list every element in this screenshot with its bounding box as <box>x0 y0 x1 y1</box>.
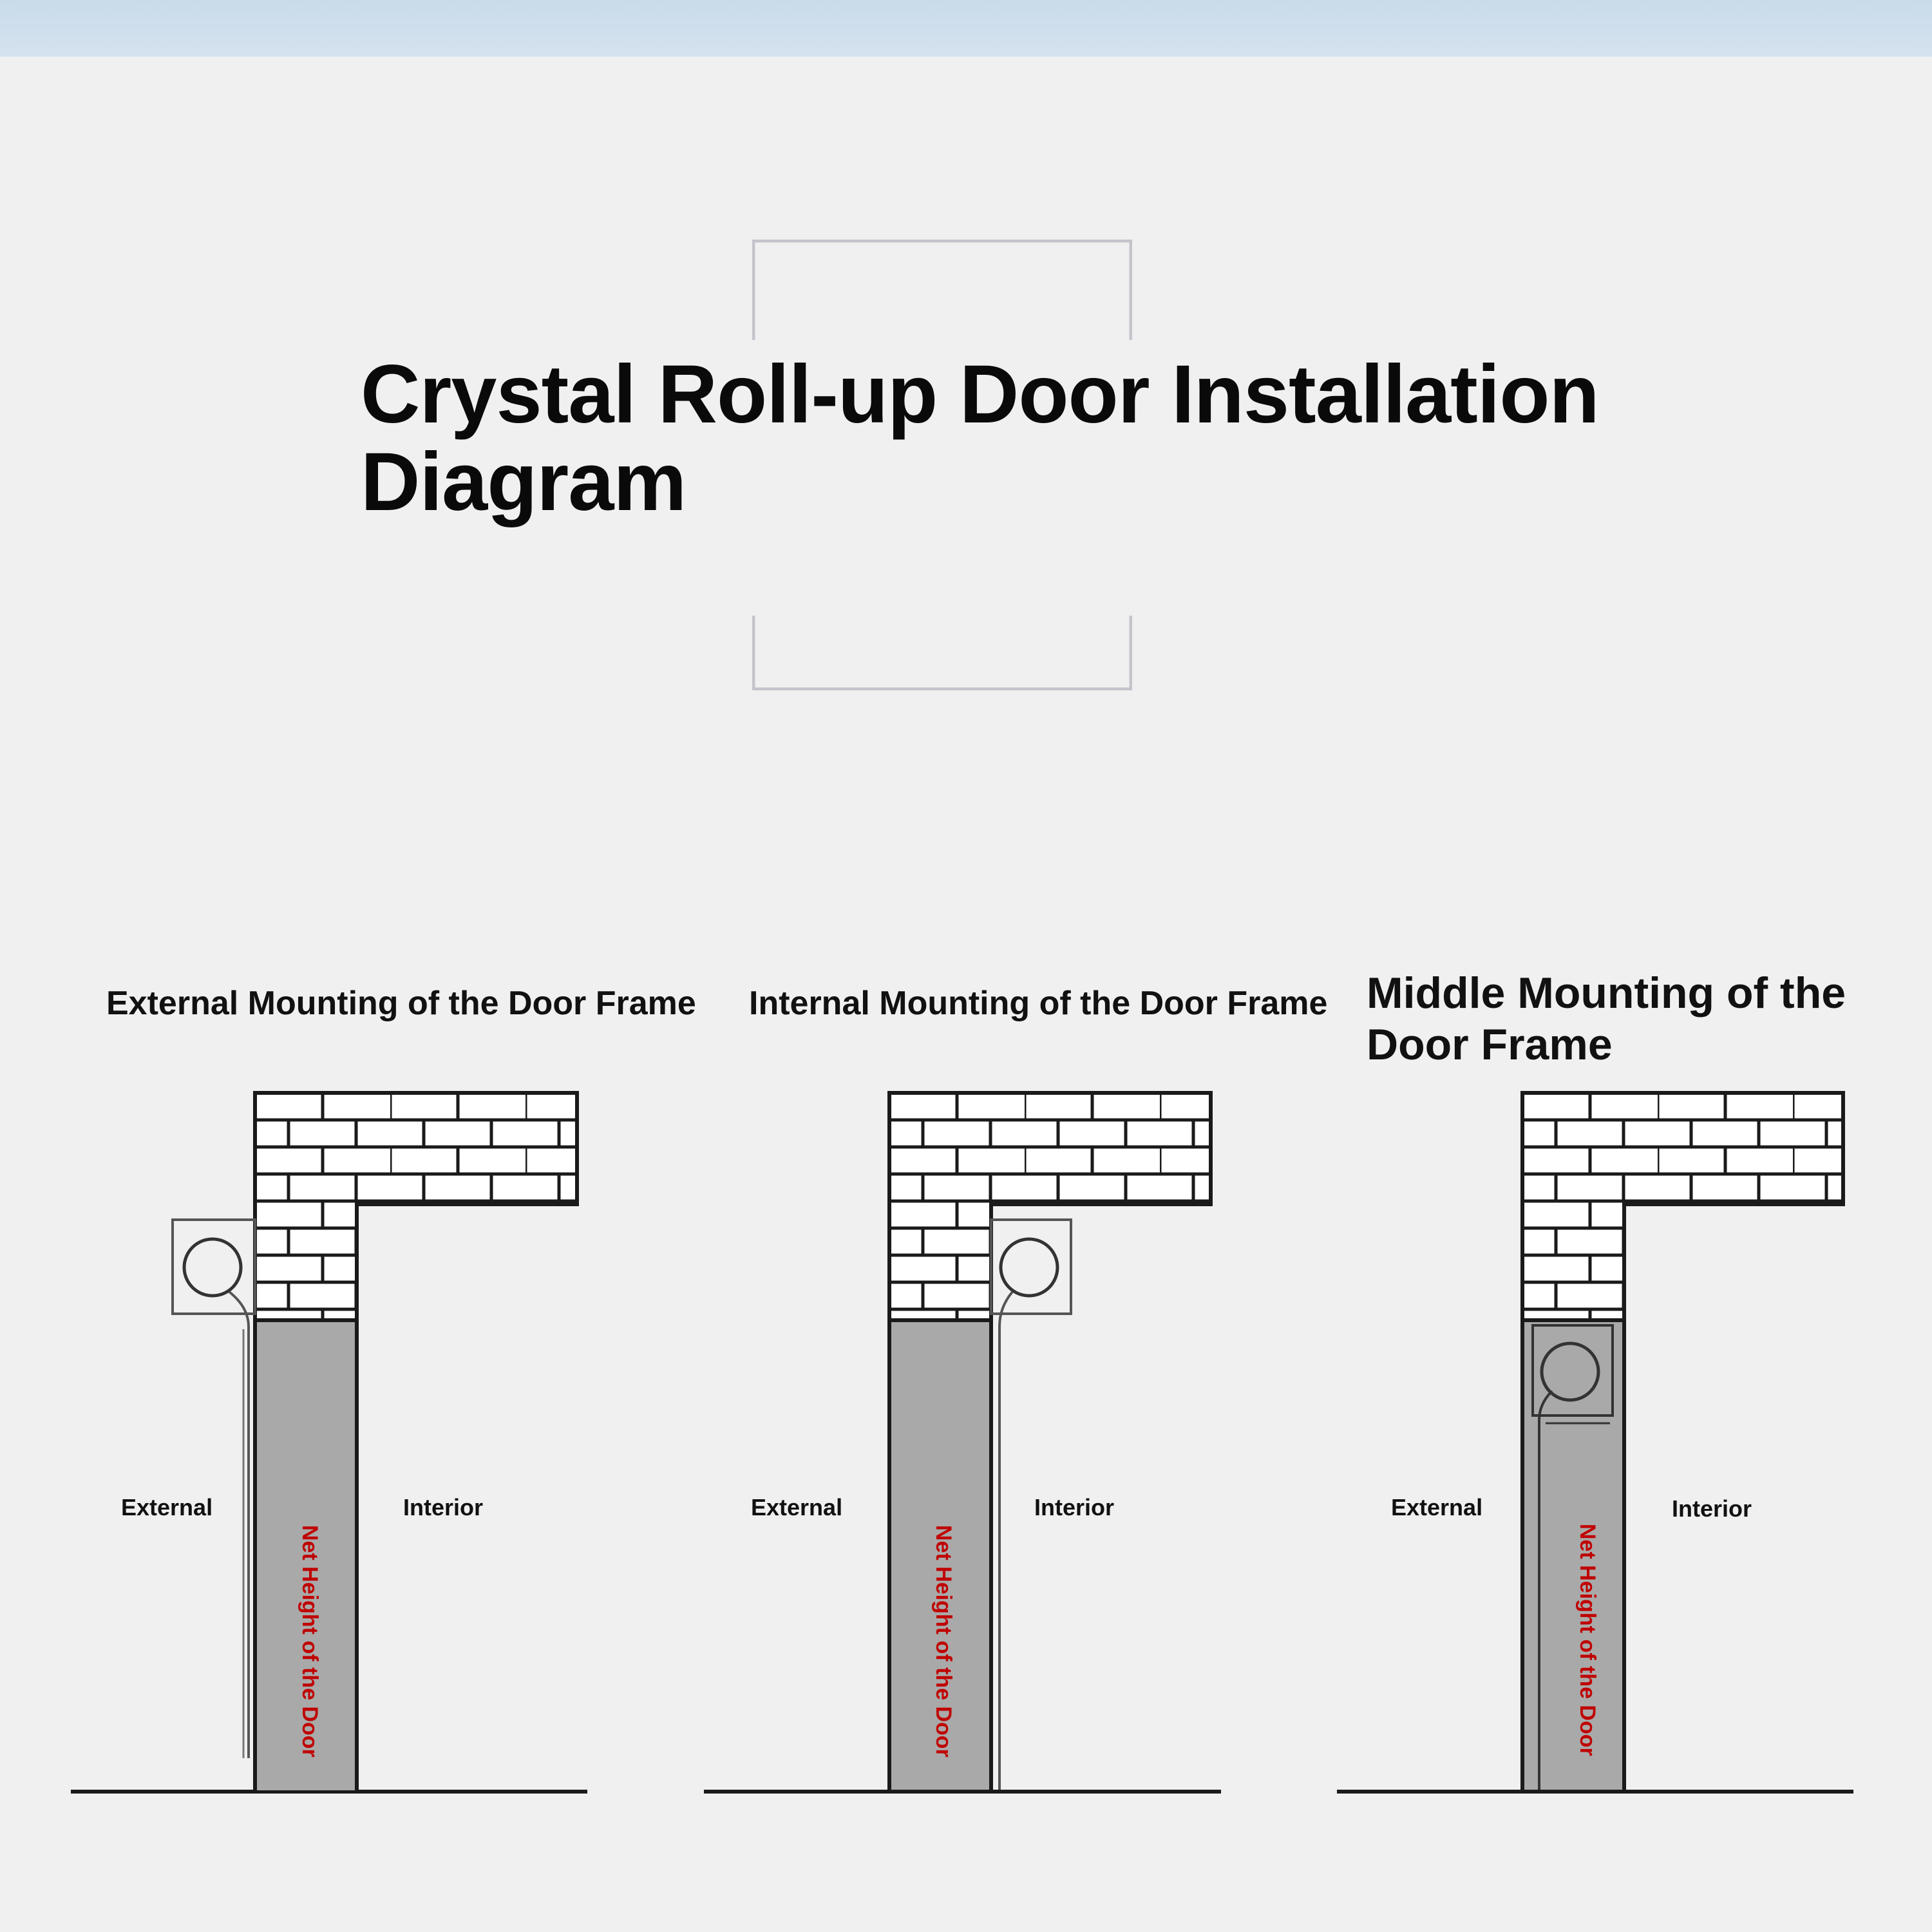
roller-drum <box>182 1237 243 1298</box>
roller-box <box>1531 1324 1614 1417</box>
interior-label: Interior <box>1672 1495 1752 1522</box>
door-area <box>889 1320 991 1790</box>
door-curtain-guide <box>998 1291 1014 1792</box>
net-height-label: Net Height of the Door <box>1575 1524 1600 1756</box>
diagram-internal-mounting <box>704 1091 1221 1794</box>
net-height-label: Net Height of the Door <box>931 1525 956 1757</box>
roller-box <box>990 1218 1072 1315</box>
door-area <box>1522 1320 1624 1790</box>
brick-wall <box>1520 1091 1845 1322</box>
panel-title-external-mounting: External Mounting of the Door Frame <box>106 985 696 1022</box>
external-label: External <box>1391 1494 1483 1520</box>
external-label: External <box>121 1494 213 1520</box>
roller-drum <box>1540 1341 1600 1402</box>
top-band <box>0 0 1932 57</box>
panel-title-middle-mounting: Middle Mounting of the Door Frame <box>1367 969 1846 1069</box>
interior-label: Interior <box>403 1494 484 1520</box>
brick-wall <box>253 1091 579 1322</box>
roller-drum <box>999 1237 1059 1298</box>
door-curtain-guide <box>228 1291 250 1758</box>
external-label: External <box>751 1494 843 1520</box>
page-title: Crystal Roll-up Door Installation Diagra… <box>361 348 1600 528</box>
door-area <box>255 1320 357 1758</box>
net-height-label: Net Height of the Door <box>298 1525 322 1757</box>
diagram-middle-mounting <box>1337 1091 1853 1794</box>
interior-label: Interior <box>1034 1494 1115 1520</box>
panel-title-internal-mounting: Internal Mounting of the Door Frame <box>749 985 1328 1022</box>
door-curtain-guide <box>1538 1390 1553 1792</box>
roller-box <box>171 1218 256 1315</box>
door-area <box>257 1756 355 1790</box>
diagram-external-mounting <box>71 1091 587 1794</box>
